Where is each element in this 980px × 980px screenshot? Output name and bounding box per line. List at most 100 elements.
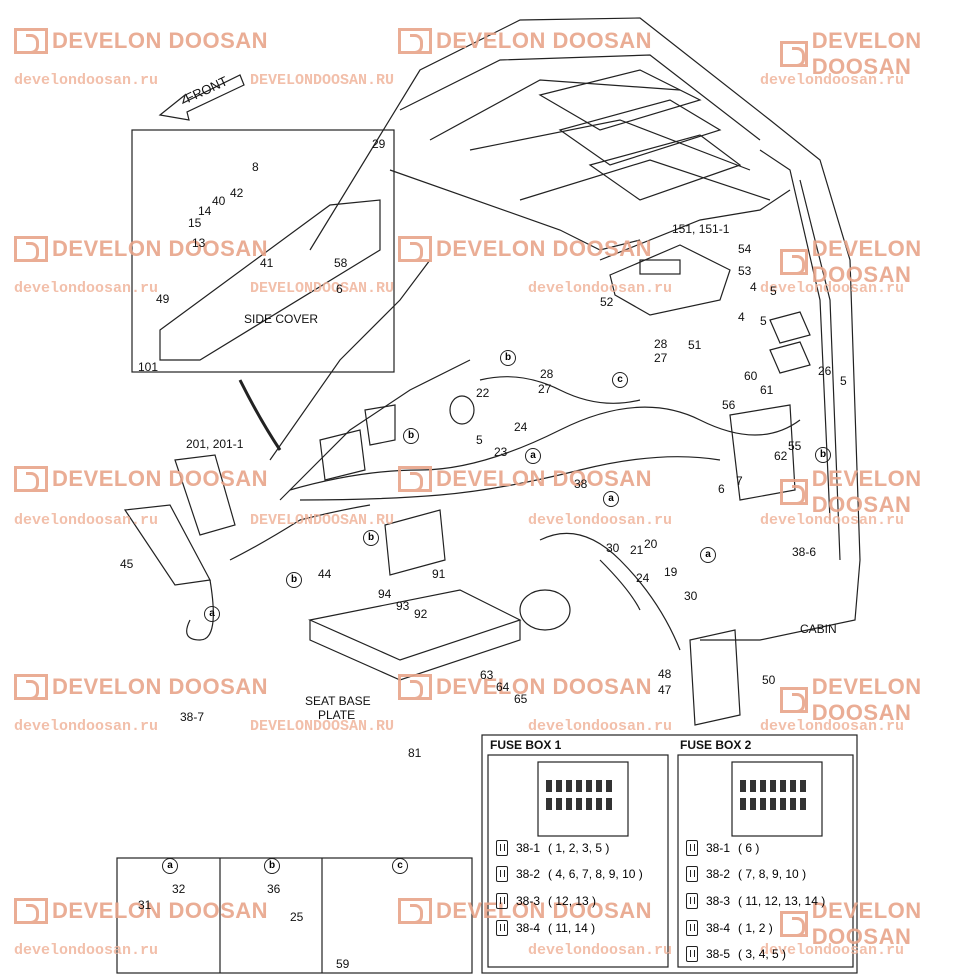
logo-mark-icon — [14, 898, 48, 924]
ref-b-marker: b — [815, 447, 831, 463]
callout-81: 81 — [408, 746, 422, 760]
watermark-logo: DEVELON DOOSAN — [14, 898, 268, 924]
logo-mark-icon — [398, 898, 432, 924]
watermark-url: DEVELONDOOSAN.RU — [250, 512, 395, 529]
fuse-box-2-row: 38-3( 11, 12, 13, 14 ) — [686, 893, 825, 909]
callout-63: 63 — [480, 668, 494, 682]
watermark-url: develondoosan.ru — [760, 512, 905, 529]
callout-55: 55 — [788, 439, 802, 453]
watermark-url: DEVELONDOOSAN.RU — [250, 718, 395, 735]
logo-mark-icon — [14, 466, 48, 492]
callout-27: 27 — [538, 382, 552, 396]
watermark-url: develondoosan.ru — [760, 72, 905, 89]
fuse-icon — [686, 840, 698, 856]
callout-20: 20 — [644, 537, 658, 551]
logo-mark-icon — [780, 479, 808, 505]
fuse-box-1-row: 38-3( 12, 13 ) — [496, 893, 596, 909]
callout-38: 38 — [574, 477, 588, 491]
watermark-url: develondoosan.ru — [760, 718, 905, 735]
fuse-box-1-title: FUSE BOX 1 — [490, 738, 562, 752]
fuse-icon — [686, 946, 698, 962]
fuse-box-2-row: 38-2( 7, 8, 9, 10 ) — [686, 866, 806, 882]
fuse-icon — [686, 866, 698, 882]
callout-23: 23 — [494, 445, 508, 459]
callout-6b: 6 — [718, 482, 725, 496]
watermark-url: DEVELONDOOSAN.RU — [250, 72, 395, 89]
logo-mark-icon — [780, 911, 808, 937]
ref-b-marker: b — [403, 428, 419, 444]
logo-mark-icon — [398, 466, 432, 492]
watermark-url: develondoosan.ru — [14, 718, 159, 735]
callout-24b: 24 — [636, 571, 650, 585]
callout-22: 22 — [476, 386, 490, 400]
cabin-label: CABIN — [800, 622, 837, 636]
watermark-url: develondoosan.ru — [760, 942, 905, 959]
watermark-logo: DEVELON DOOSAN — [14, 466, 268, 492]
callout-38-6: 38-6 — [792, 545, 817, 559]
watermark-url: develondoosan.ru — [14, 942, 159, 959]
callout-94: 94 — [378, 587, 392, 601]
callout-4b: 4 — [738, 310, 745, 324]
logo-mark-icon — [780, 41, 808, 67]
detail-b-part-36: 36 — [267, 882, 281, 896]
logo-mark-icon — [14, 28, 48, 54]
callout-151: 151, 151-1 — [672, 222, 730, 236]
callout-29: 29 — [372, 137, 386, 151]
callout-14: 14 — [198, 204, 212, 218]
callout-21: 21 — [630, 543, 644, 557]
watermark-url: develondoosan.ru — [528, 942, 673, 959]
callout-201: 201, 201-1 — [186, 437, 244, 451]
callout-91: 91 — [432, 567, 446, 581]
ref-b-marker: b — [363, 530, 379, 546]
detail-b-part-25: 25 — [290, 910, 304, 924]
watermark-logo: DEVELON DOOSAN — [780, 466, 980, 518]
watermark-logo: DEVELON DOOSAN — [398, 898, 652, 924]
ref-b-marker: b — [286, 572, 302, 588]
detail-b-label: b — [264, 858, 280, 874]
detail-c-label: c — [392, 858, 408, 874]
ref-a-marker: a — [204, 606, 220, 622]
callout-56: 56 — [722, 398, 736, 412]
callout-8: 8 — [252, 160, 259, 174]
callout-4: 4 — [750, 280, 757, 294]
logo-mark-icon — [14, 674, 48, 700]
detail-c-part-59: 59 — [336, 957, 350, 971]
fuse-box-2-row: 38-5( 3, 4, 5 ) — [686, 946, 786, 962]
callout-5: 5 — [770, 284, 777, 298]
watermark-logo: DEVELON DOOSAN — [780, 898, 980, 950]
watermark-logo: DEVELON DOOSAN — [780, 28, 980, 80]
ref-b-marker: b — [500, 350, 516, 366]
fuse-box-1-row: 38-4( 11, 14 ) — [496, 920, 595, 936]
callout-30b: 30 — [684, 589, 698, 603]
detail-a-part-32: 32 — [172, 882, 186, 896]
callout-6: 6 — [336, 282, 343, 296]
fuse-box-2-row: 38-1( 6 ) — [686, 840, 759, 856]
watermark-logo: DEVELON DOOSAN — [398, 236, 652, 262]
callout-28: 28 — [540, 367, 554, 381]
fuse-icon — [686, 893, 698, 909]
watermark-url: develondoosan.ru — [760, 280, 905, 297]
fuse-icon — [496, 893, 508, 909]
callout-7: 7 — [736, 474, 743, 488]
callout-13: 13 — [192, 236, 206, 250]
callout-54: 54 — [738, 242, 752, 256]
fuse-box-2-row: 38-4( 1, 2 ) — [686, 920, 773, 936]
watermark-url: DEVELONDOOSAN.RU — [250, 280, 395, 297]
callout-93: 93 — [396, 599, 410, 613]
callout-58: 58 — [334, 256, 348, 270]
callout-5d: 5 — [476, 433, 483, 447]
callout-42: 42 — [230, 186, 244, 200]
callout-27b: 27 — [654, 351, 668, 365]
side-cover-label: SIDE COVER — [244, 312, 319, 326]
callout-61: 61 — [760, 383, 774, 397]
fuse-icon — [496, 840, 508, 856]
callout-26: 26 — [818, 364, 832, 378]
watermark-url: develondoosan.ru — [528, 280, 673, 297]
watermark-logo: DEVELON DOOSAN — [398, 28, 652, 54]
fuse-box-2-title: FUSE BOX 2 — [680, 738, 752, 752]
callout-48: 48 — [658, 667, 672, 681]
logo-mark-icon — [398, 674, 432, 700]
logo-mark-icon — [398, 28, 432, 54]
seat-base-label: SEAT BASE — [305, 694, 371, 708]
